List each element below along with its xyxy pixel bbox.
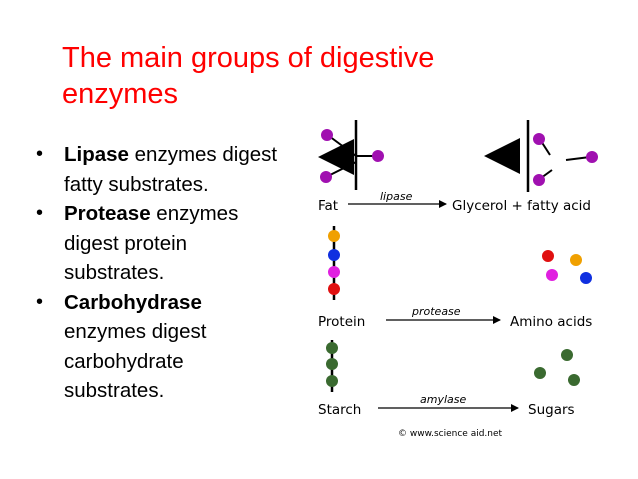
glucose-bead xyxy=(326,358,338,370)
amino-bead xyxy=(580,272,592,284)
protease-label: protease xyxy=(411,305,461,318)
bullet-text: enzymes digest fatty substrates. xyxy=(64,143,278,196)
sugar-bead xyxy=(561,349,573,361)
bullet-text: enzymes digest carbohydrate substrates. xyxy=(64,320,207,402)
bullet-list: • Lipase enzymes digest fatty substrates… xyxy=(36,140,286,406)
bullet-marker: • xyxy=(36,202,44,224)
fat-bead xyxy=(372,150,384,162)
fatty-acid-bead xyxy=(586,151,598,163)
bullet-term: Carbohydrase xyxy=(64,290,202,314)
glycerol-bead xyxy=(533,174,545,186)
slide-title: The main groups of digestive enzymes xyxy=(62,42,435,110)
sugars-label: Sugars xyxy=(528,402,575,418)
bullet-carbohydrase: • Carbohydrase enzymes digest carbohydra… xyxy=(36,288,286,406)
sugar-bead xyxy=(568,374,580,386)
protein-label: Protein xyxy=(318,314,365,330)
amino-acids-label: Amino acids xyxy=(510,314,592,330)
fat-label: Fat xyxy=(318,198,338,214)
credit-text: © www.science aid.net xyxy=(398,429,503,439)
fat-bead xyxy=(321,129,333,141)
glucose-bead xyxy=(326,375,338,387)
glycerol-bead xyxy=(533,133,545,145)
bullet-text: enzymes digest protein substrates. xyxy=(64,202,239,284)
bullet-protease: • Protease enzymes digest protein substr… xyxy=(36,199,286,288)
fat-bead xyxy=(320,171,332,183)
bullet-marker: • xyxy=(36,290,44,313)
sugar-bead xyxy=(534,367,546,379)
sugars xyxy=(534,349,580,386)
protein-chain xyxy=(328,226,340,300)
lipase-label: lipase xyxy=(380,190,413,203)
triangle-marker xyxy=(484,138,520,174)
bullet-term: Protease xyxy=(64,202,151,225)
amino-acids xyxy=(542,250,592,284)
amino-bead xyxy=(546,269,558,281)
bullet-marker: • xyxy=(36,143,44,165)
amino-bead xyxy=(570,254,582,266)
starch-label: Starch xyxy=(318,402,361,418)
triangle-marker xyxy=(318,139,354,175)
starch-chain xyxy=(326,340,338,392)
bullet-term: Lipase xyxy=(64,143,129,166)
amino-bead xyxy=(328,266,340,278)
amino-bead xyxy=(328,249,340,261)
glycerol-fatty-acid-label: Glycerol + fatty acid xyxy=(452,198,591,214)
bullet-lipase: • Lipase enzymes digest fatty substrates… xyxy=(36,140,286,199)
amino-bead xyxy=(328,283,340,295)
glycerol-fatty-acid xyxy=(484,120,598,192)
amino-bead xyxy=(328,230,340,242)
fat-molecule xyxy=(318,120,384,190)
amylase-label: amylase xyxy=(420,393,466,406)
amino-bead xyxy=(542,250,554,262)
glucose-bead xyxy=(326,342,338,354)
